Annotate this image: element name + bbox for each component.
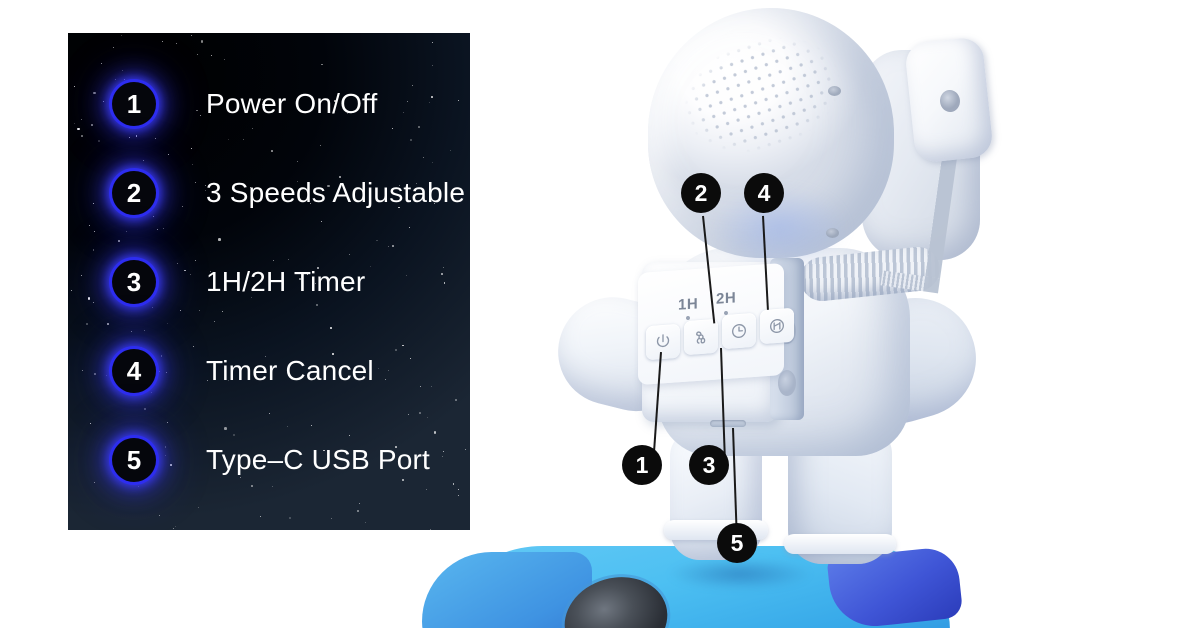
legend-label-5: Type–C USB Port xyxy=(206,443,430,475)
legend-badge-3: 3 xyxy=(112,259,156,304)
product-photo: 1H 2H xyxy=(422,0,1200,628)
timer-label-2h: 2H xyxy=(716,289,737,308)
clock-icon xyxy=(732,323,746,339)
callout-marker-5: 5 xyxy=(717,523,757,563)
module-side-dimple-icon xyxy=(778,370,796,396)
starfield-decoration xyxy=(68,33,470,530)
timer-label-1h: 1H xyxy=(678,295,699,314)
legend-item-5: 5 Type–C USB Port xyxy=(68,421,470,499)
legend-item-4: 4 Timer Cancel xyxy=(68,332,470,410)
usb-c-port xyxy=(710,420,746,427)
legend-item-3: 3 1H/2H Timer xyxy=(68,243,470,321)
power-button[interactable] xyxy=(646,323,680,361)
speed-button[interactable] xyxy=(684,318,718,356)
legend-label-2: 3 Speeds Adjustable xyxy=(206,176,466,208)
astronaut-boot-cuff-right xyxy=(784,534,896,554)
fan-speed-icon xyxy=(696,331,706,344)
timer-cancel-icon xyxy=(770,318,784,334)
helmet-vent-icon xyxy=(828,86,841,96)
legend-label-3: 1H/2H Timer xyxy=(206,265,366,297)
timer-button[interactable] xyxy=(722,312,756,350)
power-icon xyxy=(656,334,670,348)
helmet-vent-icon xyxy=(826,228,839,238)
callout-marker-2: 2 xyxy=(681,173,721,213)
timer-cancel-button[interactable] xyxy=(760,307,794,345)
legend-badge-1: 1 xyxy=(112,81,156,126)
callout-marker-3: 3 xyxy=(689,445,729,485)
legend-item-1: 1 Power On/Off xyxy=(68,65,470,143)
legend-badge-2: 2 xyxy=(112,170,156,215)
legend-list: 1 Power On/Off 2 3 Speeds Adjustable 3 1… xyxy=(68,33,470,530)
legend-label-1: Power On/Off xyxy=(206,87,378,119)
callout-marker-4: 4 xyxy=(744,173,784,213)
legend-badge-4: 4 xyxy=(112,348,156,393)
legend-badge-5: 5 xyxy=(112,437,156,482)
legend-panel: 1 Power On/Off 2 3 Speeds Adjustable 3 1… xyxy=(68,33,470,530)
legend-item-2: 2 3 Speeds Adjustable xyxy=(68,154,470,232)
callout-marker-1: 1 xyxy=(622,445,662,485)
rocket-base-nose xyxy=(422,552,592,628)
legend-label-4: Timer Cancel xyxy=(206,354,374,386)
